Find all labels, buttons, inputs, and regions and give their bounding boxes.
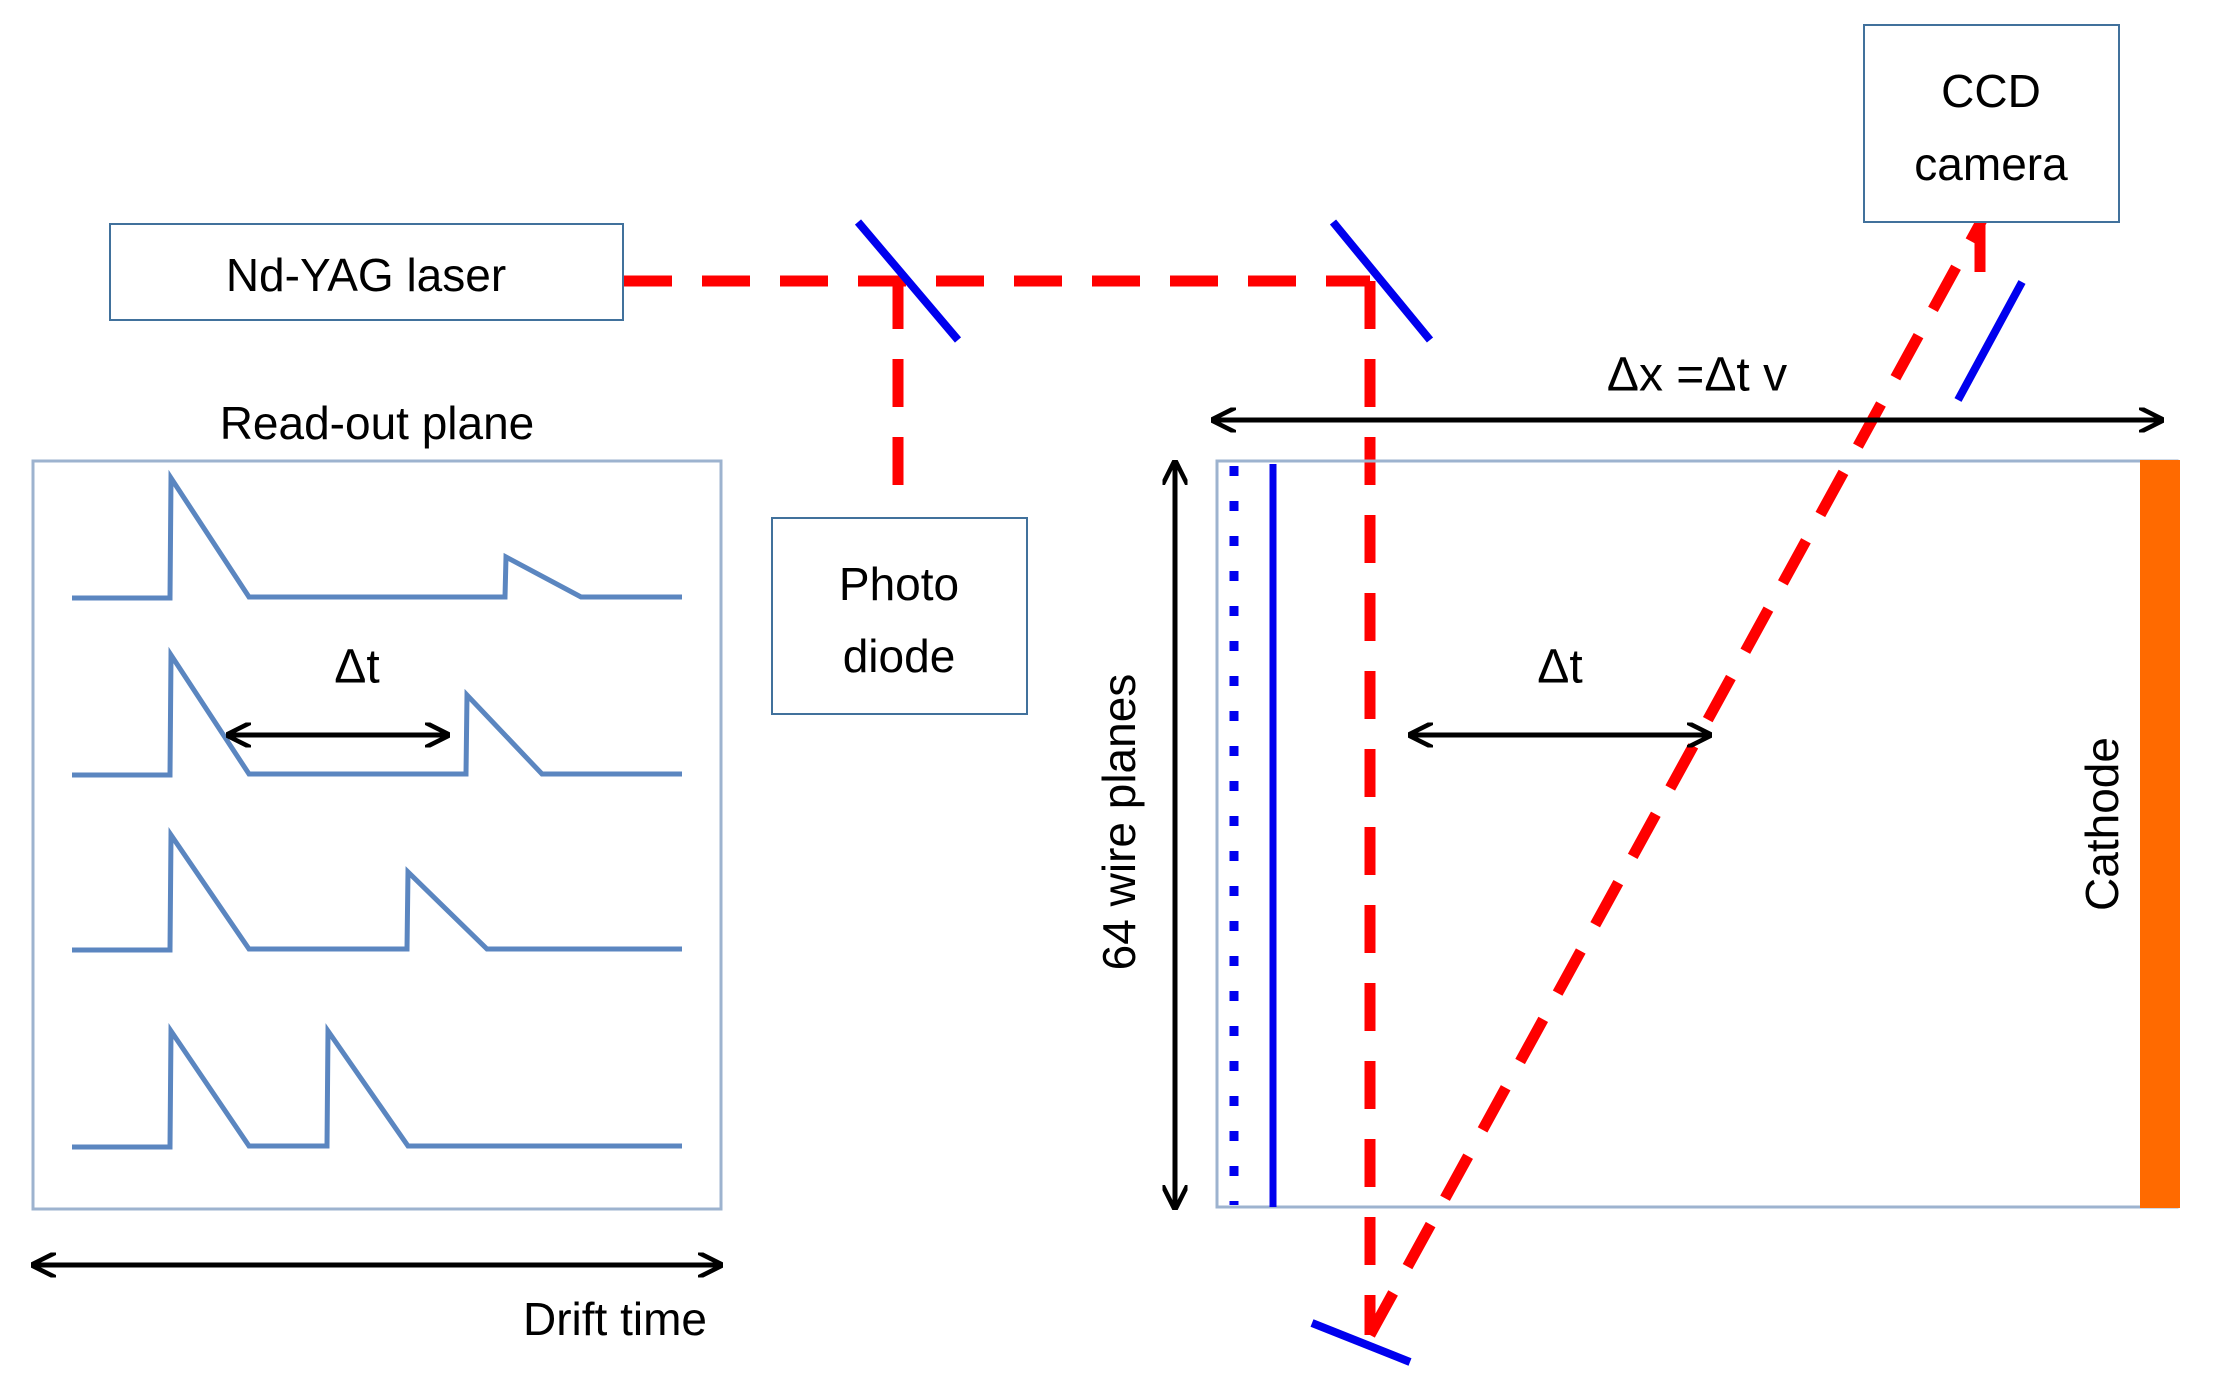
ccd-label-line1: CCD [1941,65,2041,117]
laser-beam-reflected-diagonal [1365,217,1987,1338]
signal-trace [72,827,682,953]
drift-chamber-box [1215,459,2179,1209]
signal-trace [72,1022,682,1150]
photodiode-label-line1: Photo [839,558,959,610]
signal-traces [72,469,682,1150]
mirror-bottom [1310,1319,1412,1366]
laser-label: Nd-YAG laser [226,249,506,301]
readout-plane-title: Read-out plane [220,397,535,449]
readout-plane-box [31,459,723,1211]
mirror-ccd [1954,280,2026,402]
drift-time-label: Drift time [523,1293,707,1345]
laser-box [109,223,624,321]
signal-trace [72,646,682,778]
delta-t-chamber-label: Δt [1537,641,1582,694]
photodiode-label-line2: diode [843,630,956,682]
mirrors [854,219,2026,1366]
mirror-1 [854,219,962,343]
delta-x-label: Δx =Δt v [1607,349,1787,402]
cathode-label: Cathode [2076,737,2128,911]
signal-trace [72,469,682,601]
cathode-plate [2140,460,2180,1208]
mirror-2 [1329,219,1434,343]
laser-beam [624,217,1987,1338]
photodiode-box [771,517,1028,715]
ccd-label-line2: camera [1914,138,2068,190]
wire-planes-label: 64 wire planes [1093,674,1145,971]
ccd-camera-box [1863,24,2120,223]
delta-t-signal-label: Δt [334,641,379,694]
